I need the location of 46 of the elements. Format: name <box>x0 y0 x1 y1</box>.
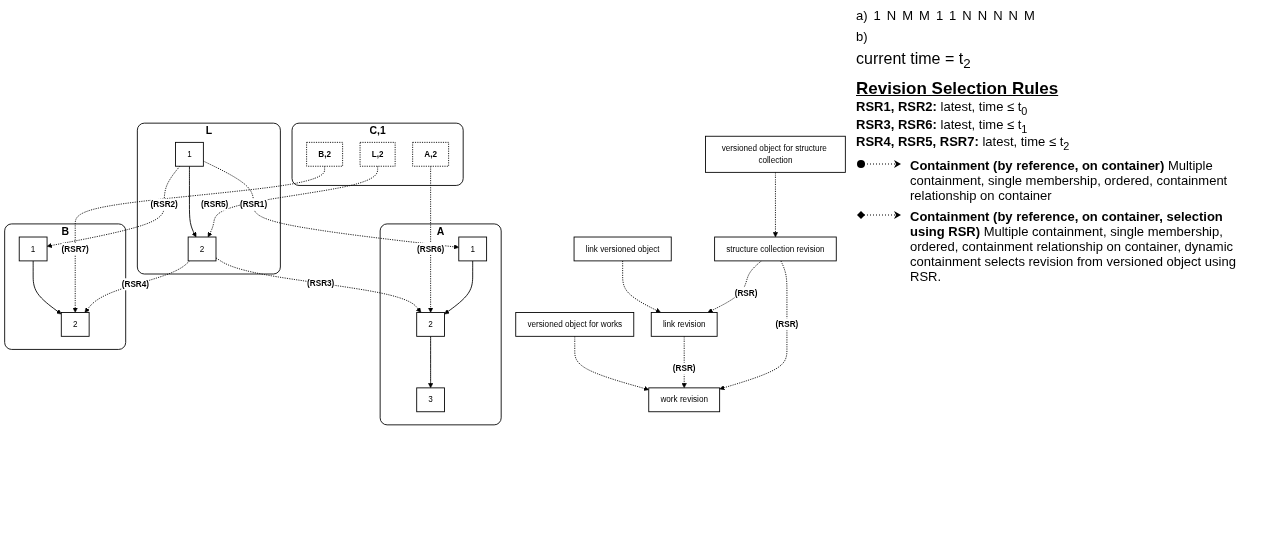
cardinality-label: N <box>886 8 897 23</box>
edge-label: (RSR7) <box>61 244 89 254</box>
node-box: versioned object for works <box>515 312 635 337</box>
cardinality-label: N <box>993 8 1003 23</box>
node-box: 3 <box>416 387 445 413</box>
rule-line: RSR4, RSR5, RSR7: latest, time ≤ t$_{2}$ <box>856 134 1071 152</box>
node-box: structure collection revision <box>714 236 837 262</box>
node-box: 1 <box>458 236 488 262</box>
node-box: L,2 <box>359 141 396 167</box>
node-box: 1 <box>18 236 48 262</box>
cardinality-label: N <box>1008 8 1018 23</box>
node-box: 1 <box>175 141 204 167</box>
node-box: B,2 <box>306 141 344 167</box>
cardinality-label: M <box>1023 8 1035 23</box>
edge-label: (RSR2) <box>150 199 178 210</box>
rules-heading: Revision Selection Rules <box>856 79 1060 100</box>
cardinality-label: M <box>919 8 930 23</box>
cardinality-label: N <box>977 8 988 23</box>
edge-label: (RSR5) <box>201 199 229 210</box>
edge-label: (RSR3) <box>307 278 335 288</box>
legend-text: Containment (by reference, on container) Multiple containment, single membership, ordered, containment relationship on container <box>910 157 1229 203</box>
rule-line: RSR1, RSR2: latest, time ≤ t$_{0}$ <box>856 99 1029 117</box>
cardinality-label: 1 <box>949 8 957 23</box>
time-note: current time = t$_{2}$ <box>856 50 972 72</box>
edge-label: (RSR) <box>775 319 799 329</box>
edge-label: (RSR4) <box>121 279 149 289</box>
node-box: 2 <box>60 312 90 337</box>
node-box: 2 <box>187 236 217 262</box>
cardinality-label: 1 <box>873 8 881 23</box>
cardinality-label: 1 <box>935 8 944 23</box>
cardinality-label: N <box>962 8 972 23</box>
legend-text: Containment (by reference, on container, selection using RSR) Multiple containment, single membership, ordered, containment relationship on container, dynamic containment selects revision from versioned object using RSR. <box>910 208 1237 284</box>
node-box: link versioned object <box>573 236 672 262</box>
node-box: 2 <box>416 312 445 337</box>
edge-label: (RSR1) <box>239 199 268 210</box>
cardinality-label: M <box>902 8 914 23</box>
rule-line: RSR3, RSR6: latest, time ≤ t$_{1}$ <box>856 116 1029 135</box>
node-box: work revision <box>648 387 721 413</box>
node-box: versioned object for structure collection <box>705 135 846 173</box>
node-box: link revision <box>650 312 718 337</box>
panel-label: a) <box>856 8 868 23</box>
panel-label: b) <box>856 29 868 44</box>
edge-label: (RSR) <box>672 363 696 374</box>
node-box: A,2 <box>412 141 450 167</box>
edge-label: (RSR6) <box>417 244 445 254</box>
edge-label: (RSR) <box>734 288 758 298</box>
